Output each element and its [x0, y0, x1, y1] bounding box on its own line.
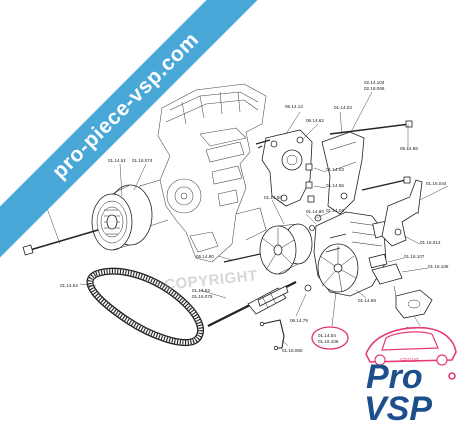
alternator-pulley [223, 223, 313, 275]
part-number-labels: 06.14.12 01.14.03 02.14.104 02.16.066 06… [36, 80, 449, 353]
pulley-bolt [22, 229, 99, 256]
part-label: 01.14.50 [264, 195, 282, 200]
part-label: 01.16.080 [282, 348, 303, 353]
spacers-and-nuts [305, 163, 322, 231]
part-label: 01.16.074 [132, 158, 153, 163]
part-label: 06.14.86 [400, 146, 418, 151]
part-label: 01.14.03 [326, 167, 344, 172]
part-label: 06.14.90 [196, 254, 214, 259]
engine-block [135, 83, 267, 263]
part-label: 06.14.79 [290, 318, 308, 323]
part-label: 01.16.108 [428, 264, 449, 269]
bracket-bolts [255, 120, 413, 191]
part-label: 01.16.044 [426, 181, 447, 186]
part-label: 01.14.03 [326, 208, 344, 213]
part-label: 02.14.104 [364, 80, 385, 85]
adjuster-plate [393, 285, 433, 319]
part-label: 01.16.107 [404, 254, 425, 259]
crankshaft-pulley [91, 184, 153, 251]
part-label: 01.16.013 [420, 240, 441, 245]
part-label: 06.14.82 [306, 118, 324, 123]
part-label: 01.14.58 [358, 298, 376, 303]
logo-pro-text: Pro [366, 358, 423, 396]
part-label: 01.14.03 [334, 105, 352, 110]
part-label: 06.14.12 [285, 104, 303, 109]
highlighted-part-label: 01.14.54 [318, 333, 336, 338]
highlight-leader [331, 291, 337, 327]
part-label: 01.14.60 [306, 209, 324, 214]
adjusting-rod [259, 319, 285, 351]
highlighted-part-label: 01.16.106 [318, 339, 339, 344]
part-label: 01.16.075 [192, 294, 213, 299]
part-label: 02.16.066 [364, 86, 385, 91]
logo-vsp-text: VSP [364, 390, 433, 428]
logo-group-text: GROUP [400, 358, 419, 364]
part-label: 01.14.55 [326, 183, 344, 188]
mounting-bracket-upper [261, 129, 313, 207]
alternator-body [313, 211, 394, 297]
leader-lines [43, 91, 449, 347]
intermediate-shaft [207, 281, 312, 327]
part-label: 01.14.52 [60, 283, 78, 288]
part-label: 01.14.53 [192, 288, 210, 293]
drive-belt [86, 267, 205, 347]
part-label: 01.14.51 [108, 158, 126, 163]
provsp-logo [365, 326, 457, 380]
mounting-bracket-rear [321, 131, 365, 215]
highlighted-part-ring [311, 326, 349, 350]
tensioner-bracket [368, 179, 423, 285]
